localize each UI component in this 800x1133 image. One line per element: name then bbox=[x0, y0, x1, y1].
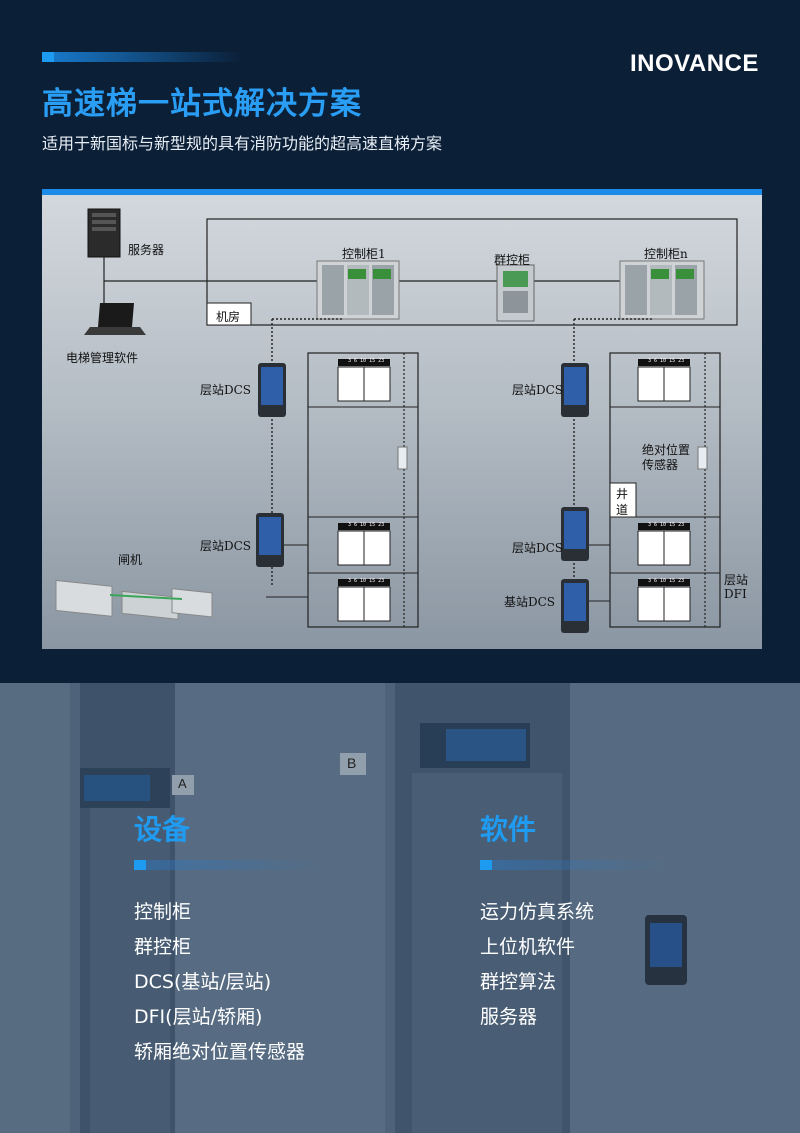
group-cabinet-icon bbox=[496, 264, 535, 322]
dcs-panel-right-2 bbox=[561, 507, 589, 561]
floor-dcs-label-left-2: 层站DCS bbox=[200, 539, 252, 553]
landing-door-right-2 bbox=[637, 523, 691, 566]
dcs-panel-right-1 bbox=[561, 363, 589, 417]
cabinetn-label: 控制柜n bbox=[644, 247, 688, 261]
server-label: 服务器 bbox=[128, 243, 165, 257]
sign-a: A bbox=[178, 776, 187, 791]
floor-dfi-label-1: 层站 bbox=[724, 573, 749, 587]
laptop-icon bbox=[84, 303, 146, 335]
abs-sensor-label-2: 传感器 bbox=[642, 458, 679, 472]
floor-dcs-label-right-2: 层站DCS bbox=[512, 541, 564, 555]
system-diagram: 服务器 电梯管理软件 机房 控制柜1 群控柜 控制柜n 层站DCS 层站DCS … bbox=[42, 189, 762, 649]
page-subtitle: 适用于新国标与新型规的具有消防功能的超高速直梯方案 bbox=[42, 134, 443, 153]
group-cabinet-label: 群控柜 bbox=[494, 253, 531, 267]
base-dcs-label: 基站DCS bbox=[504, 595, 556, 609]
dcs-panel-left-2 bbox=[256, 513, 284, 567]
lobby-background bbox=[0, 683, 800, 1133]
equipment-accent-bar bbox=[134, 860, 324, 870]
equipment-item: 群控柜 bbox=[134, 936, 192, 958]
floor-indicator-right-2: 3 6 10 15 23 bbox=[648, 522, 685, 528]
control-cabinet-n-icon bbox=[619, 260, 705, 320]
landing-door-left-2 bbox=[337, 523, 391, 566]
brand-logo: INOVANCE bbox=[630, 50, 759, 77]
server-icon bbox=[87, 208, 121, 258]
elevator-lobby-photo: A B bbox=[0, 683, 800, 1133]
dcs-panel-left-1 bbox=[258, 363, 286, 417]
gate-icon bbox=[55, 579, 213, 620]
floor-indicator-right-1: 3 6 10 15 23 bbox=[648, 358, 685, 364]
equipment-item: DFI(层站/轿厢) bbox=[134, 1006, 263, 1028]
shaft-label-2: 道 bbox=[616, 503, 629, 517]
floor-dcs-label-left-1: 层站DCS bbox=[200, 383, 252, 397]
diagram-graphics bbox=[55, 208, 738, 633]
page-title: 高速梯一站式解决方案 bbox=[42, 86, 362, 122]
software-item: 群控算法 bbox=[480, 971, 557, 993]
machine-room-label: 机房 bbox=[216, 310, 241, 324]
cabinet1-label: 控制柜1 bbox=[342, 247, 386, 261]
software-item: 服务器 bbox=[480, 1006, 538, 1028]
gate-label: 闸机 bbox=[118, 553, 143, 567]
software-item: 上位机软件 bbox=[480, 936, 576, 958]
floor-indicator-right-3: 3 6 10 15 23 bbox=[648, 578, 685, 584]
dcs-panel-right-3 bbox=[561, 579, 589, 633]
equipment-item: 轿厢绝对位置传感器 bbox=[134, 1041, 306, 1063]
machine-room-box bbox=[206, 218, 738, 326]
floor-indicator-left-3: 3 6 10 15 23 bbox=[348, 578, 385, 584]
software-accent-bar bbox=[480, 860, 670, 870]
shaft-label-1: 井 bbox=[616, 487, 629, 501]
control-cabinet-1-icon bbox=[316, 260, 400, 320]
title-accent-bar bbox=[42, 52, 242, 62]
landing-door-left-1 bbox=[337, 359, 391, 402]
landing-door-left-3 bbox=[337, 579, 391, 622]
software-title: 软件 bbox=[480, 813, 537, 846]
sign-b: B bbox=[347, 755, 357, 771]
abs-sensor-label-1: 绝对位置 bbox=[642, 443, 691, 457]
floor-dfi-label-2: DFI bbox=[724, 587, 747, 601]
equipment-item: 控制柜 bbox=[134, 901, 192, 923]
floor-dcs-label-right-1: 层站DCS bbox=[512, 383, 564, 397]
equipment-title: 设备 bbox=[134, 813, 191, 846]
landing-door-right-1 bbox=[637, 359, 691, 402]
software-item: 运力仿真系统 bbox=[480, 901, 595, 923]
equipment-item: DCS(基站/层站) bbox=[134, 971, 272, 993]
mgmt-software-label: 电梯管理软件 bbox=[66, 351, 139, 365]
landing-door-right-3 bbox=[637, 579, 691, 622]
floor-indicator-left-2: 3 6 10 15 23 bbox=[348, 522, 385, 528]
floor-indicator-left-1: 3 6 10 15 23 bbox=[348, 358, 385, 364]
